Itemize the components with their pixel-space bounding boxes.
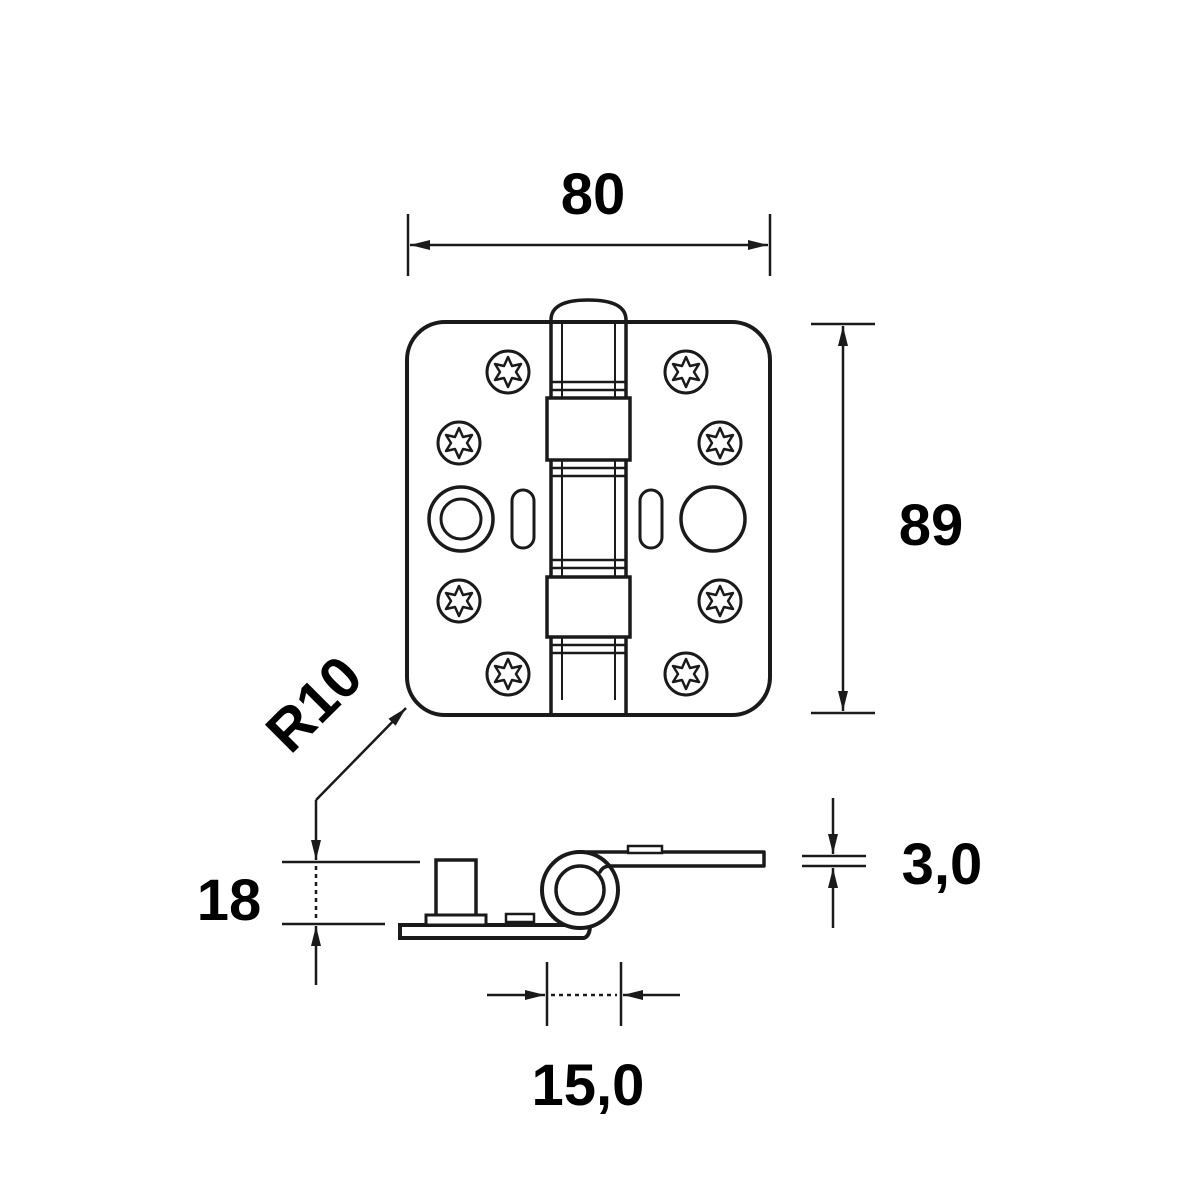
screw-icon — [663, 349, 709, 395]
screw-icon — [697, 578, 743, 624]
screw-icon — [436, 578, 482, 624]
screw-icon — [485, 349, 531, 395]
width-label: 80 — [561, 162, 626, 227]
screw-icon — [485, 651, 531, 697]
security-hole-right — [679, 485, 747, 553]
plate-thickness-label: 3,0 — [902, 832, 983, 897]
screw-icon — [663, 651, 709, 697]
side-stud — [434, 858, 478, 920]
radius-leader — [315, 707, 407, 801]
plate-thickness-dimension: 3,0 — [802, 798, 982, 928]
offset-label: 15,0 — [532, 1053, 645, 1118]
radius-callout: R10 — [254, 644, 407, 801]
side-stud-base — [424, 913, 488, 927]
screw-icon — [436, 420, 482, 466]
hinge-plate-outline — [405, 320, 772, 717]
height-dimension: 89 — [811, 322, 964, 715]
width-dimension: 80 — [406, 162, 772, 276]
side-knuckle-inner — [554, 864, 606, 916]
slot-right — [638, 488, 664, 550]
side-leaf-upper — [578, 850, 766, 874]
security-stud-left — [427, 485, 495, 553]
hinge-knuckle — [545, 298, 632, 717]
side-leaf-lower — [398, 923, 593, 940]
slot-left — [510, 488, 536, 550]
hinge-top-view — [405, 298, 772, 717]
hinge-side-view — [398, 844, 766, 940]
thickness-label: 18 — [197, 868, 262, 933]
side-upper-pin — [626, 844, 664, 855]
height-label: 89 — [899, 493, 964, 558]
screw-icon — [697, 420, 743, 466]
side-pin-head — [504, 912, 536, 924]
total-thickness-dimension: 18 — [197, 800, 420, 985]
knuckle-offset-dimension: 15,0 — [487, 962, 680, 1118]
radius-label: R10 — [254, 644, 375, 765]
